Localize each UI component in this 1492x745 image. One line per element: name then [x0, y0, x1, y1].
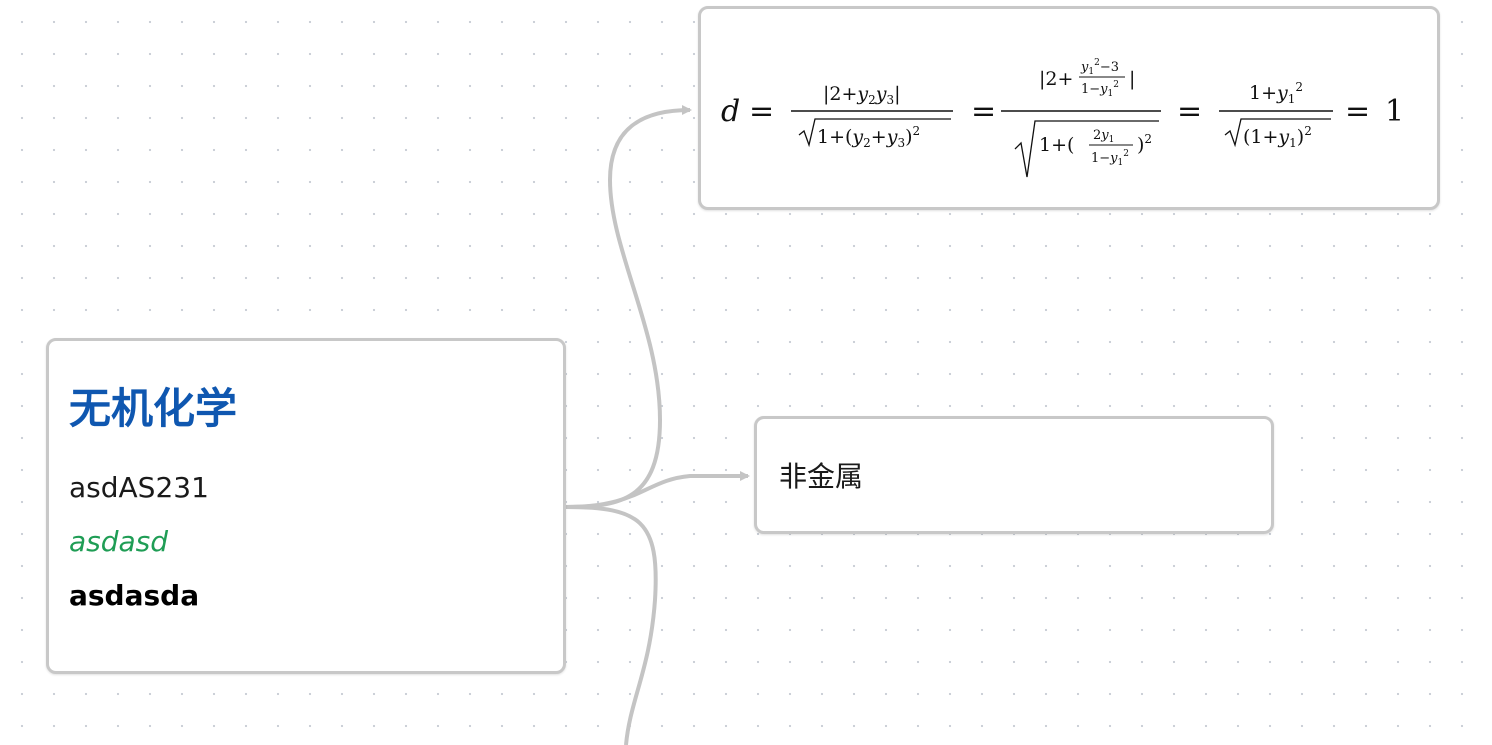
- svg-text:d: d: [721, 94, 740, 129]
- svg-text:=: =: [749, 94, 774, 129]
- svg-text:=: =: [971, 94, 996, 129]
- svg-text:=: =: [1177, 94, 1202, 129]
- svg-text:=: =: [1345, 94, 1370, 129]
- root-title: 无机化学: [69, 384, 238, 433]
- svg-text:(1+y1)2: (1+y1)2: [1243, 124, 1312, 150]
- formula-node[interactable]: d = |2+y2y3| 1+(y2+y3)2 = |2+ y12−3 1−y1…: [698, 6, 1440, 210]
- svg-text:2y1: 2y1: [1093, 128, 1114, 145]
- edge-to-offscreen-node: [565, 505, 658, 745]
- edge-to-formula: [565, 105, 692, 509]
- svg-text:|: |: [1129, 68, 1135, 90]
- root-line-2-italic: asdasd: [69, 525, 169, 558]
- svg-text:y12−3: y12−3: [1080, 58, 1119, 77]
- svg-text:)2: )2: [1137, 132, 1152, 156]
- svg-text:1−y12: 1−y12: [1091, 149, 1129, 168]
- root-line-1: asdAS231: [69, 471, 209, 504]
- svg-text:1+y12: 1+y12: [1249, 80, 1303, 106]
- root-node[interactable]: 无机化学 asdAS231 asdasd asdasda: [46, 338, 566, 674]
- nonmetal-node[interactable]: 非金属: [754, 416, 1274, 534]
- svg-text:|2+y2y3|: |2+y2y3|: [823, 83, 901, 107]
- svg-text:1+(: 1+(: [1039, 134, 1074, 156]
- edge-to-nonmetal: [565, 471, 750, 509]
- nonmetal-label: 非金属: [779, 460, 864, 493]
- svg-text:1+(y2+y3)2: 1+(y2+y3)2: [817, 124, 920, 150]
- svg-text:|2+: |2+: [1039, 68, 1073, 90]
- svg-text:1−y12: 1−y12: [1081, 80, 1119, 99]
- root-line-3-bold: asdasda: [69, 579, 200, 612]
- svg-text:1: 1: [1385, 94, 1404, 129]
- formula-render: d = |2+y2y3| 1+(y2+y3)2 = |2+ y12−3 1−y1…: [721, 58, 1404, 178]
